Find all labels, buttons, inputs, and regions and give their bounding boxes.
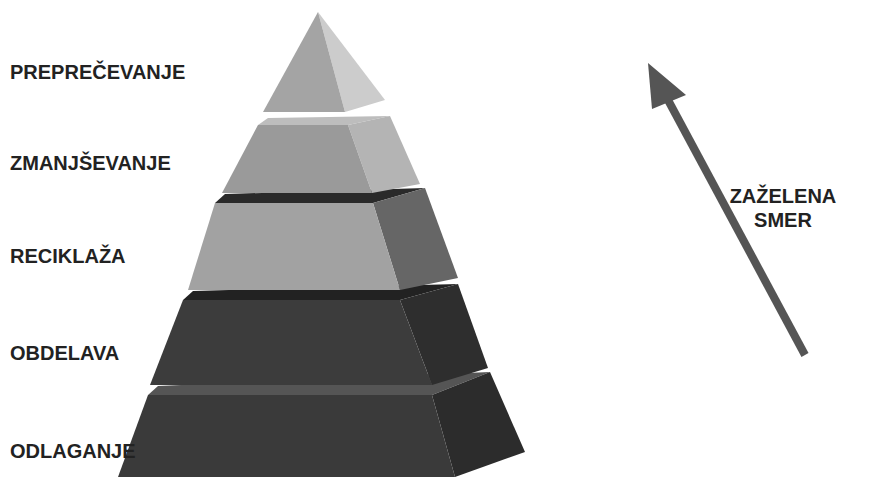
layer-front <box>118 395 455 477</box>
layer-front <box>188 203 400 290</box>
level-label: ZMANJŠEVANJE <box>10 151 171 175</box>
level-label: RECIKLAŽA <box>10 244 126 268</box>
level-label: PREPREČEVANJE <box>10 60 185 84</box>
direction-label: ZAŽELENA SMER <box>722 184 844 232</box>
tip-front <box>263 12 345 112</box>
layer-front <box>150 300 432 385</box>
layer-front <box>222 125 372 193</box>
arrow-head <box>648 63 686 109</box>
level-label: OBDELAVA <box>10 341 119 365</box>
level-label: ODLAGANJE <box>10 439 136 463</box>
